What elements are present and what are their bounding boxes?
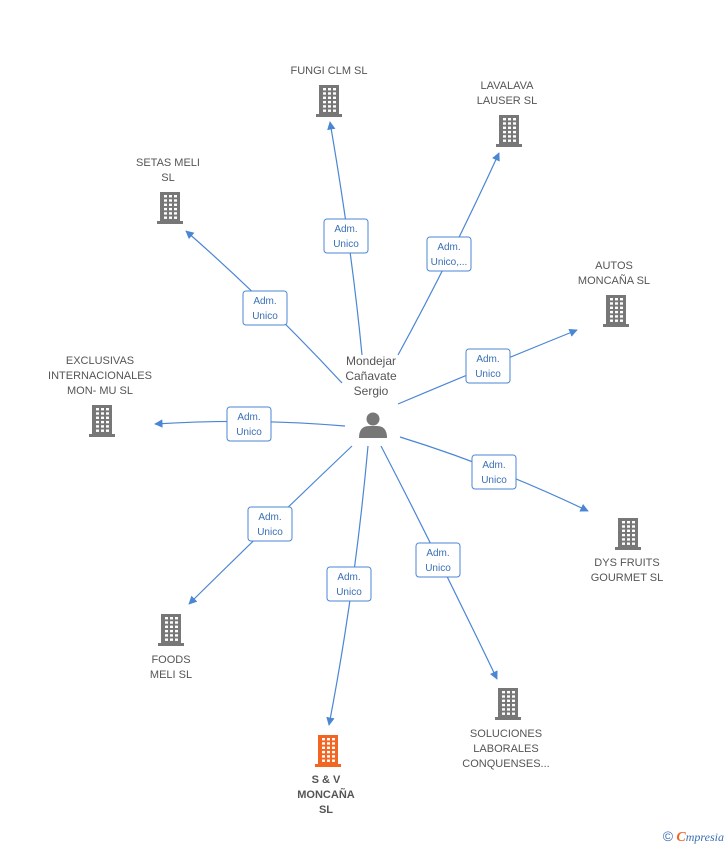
company-name-text: LAVALAVA xyxy=(481,80,535,92)
company-name-text: SL xyxy=(319,804,333,816)
edge-label-box xyxy=(426,236,472,272)
edge-label-soluciones[interactable]: Adm. Unico xyxy=(415,542,461,578)
company-name-text: CONQUENSES... xyxy=(462,758,549,770)
person-name-text: Mondejar xyxy=(346,354,396,368)
company-name-text: SOLUCIONES xyxy=(470,728,542,740)
company-node-exclusivas[interactable]: EXCLUSIVAS INTERNACIONALES MON- MU SL xyxy=(48,355,152,437)
company-name-text: LABORALES xyxy=(473,743,538,755)
building-icon xyxy=(316,85,342,117)
edge-label-text: Unico xyxy=(425,563,451,574)
edge-label-text: Adm. xyxy=(476,354,499,365)
edge-label-exclusivas[interactable]: Adm. Unico xyxy=(226,406,272,442)
edge-label-text: Unico xyxy=(252,311,278,322)
edge-label-text: Unico xyxy=(236,427,262,438)
edge-label-box xyxy=(247,506,293,542)
company-name-text: SETAS MELI xyxy=(136,157,200,169)
company-node-setas[interactable]: SETAS MELI SL xyxy=(136,157,200,224)
company-name-text: LAUSER SL xyxy=(477,95,538,107)
company-node-autos[interactable]: AUTOS MONCAÑA SL xyxy=(578,260,650,327)
company-name-text: GOURMET SL xyxy=(591,572,664,584)
edge-label-box xyxy=(465,348,511,384)
building-icon xyxy=(496,115,522,147)
copyright-footer: © Cmpresia xyxy=(663,828,724,846)
company-node-dys[interactable]: DYS FRUITS GOURMET SL xyxy=(591,518,664,584)
building-icon xyxy=(157,192,183,224)
edge-label-text: Adm. xyxy=(253,296,276,307)
copyright-icon: © xyxy=(662,828,674,844)
edge-label-lavalava[interactable]: Adm. Unico,... xyxy=(426,236,472,272)
edge-label-text: Unico xyxy=(475,369,501,380)
edge-label-text: Unico xyxy=(333,239,359,250)
edge-label-text: Unico xyxy=(336,587,362,598)
company-name-text: MONCAÑA SL xyxy=(578,274,650,287)
edge-label-text: Adm. xyxy=(258,512,281,523)
company-name-text: FUNGI CLM SL xyxy=(290,65,367,77)
edge-label-box xyxy=(326,566,372,602)
edge-label-box xyxy=(415,542,461,578)
company-name-text: AUTOS xyxy=(595,260,633,272)
building-icon xyxy=(158,614,184,646)
company-name-text: MELI SL xyxy=(150,669,192,681)
person-name-text: Sergio xyxy=(354,384,389,398)
edge-label-text: Adm. xyxy=(237,412,260,423)
edge-label-text: Unico xyxy=(481,475,507,486)
building-icon xyxy=(495,688,521,720)
edge-label-fungi[interactable]: Adm. Unico xyxy=(323,218,369,254)
company-name-text: EXCLUSIVAS xyxy=(66,355,134,367)
company-name-text: INTERNACIONALES xyxy=(48,370,152,382)
edge-label-text: Adm. xyxy=(426,548,449,559)
company-name-text: MONCAÑA xyxy=(297,788,354,801)
building-icon xyxy=(315,735,341,767)
edge-label-text: Unico xyxy=(257,527,283,538)
company-name-text: FOODS xyxy=(151,654,190,666)
edge-label-autos[interactable]: Adm. Unico xyxy=(465,348,511,384)
edge-label-text: Unico,... xyxy=(431,257,468,268)
company-name-text: MON- MU SL xyxy=(67,385,133,397)
company-node-soluciones[interactable]: SOLUCIONES LABORALES CONQUENSES... xyxy=(462,688,550,770)
company-node-sv[interactable]: S & V MONCAÑA SL xyxy=(297,735,355,816)
person-name-text: Cañavate xyxy=(345,369,397,383)
company-node-lavalava[interactable]: LAVALAVA LAUSER SL xyxy=(477,80,538,147)
building-icon xyxy=(89,405,115,437)
building-icon xyxy=(615,518,641,550)
brand-logo-initial: C xyxy=(676,830,686,845)
company-name-text: DYS FRUITS xyxy=(594,557,659,569)
edge-label-box xyxy=(471,454,517,490)
edge-label-box xyxy=(323,218,369,254)
edge-label-setas[interactable]: Adm. Unico xyxy=(242,290,288,326)
edge-label-foods[interactable]: Adm. Unico xyxy=(247,506,293,542)
company-name-text: S & V xyxy=(312,774,341,786)
company-name-text: SL xyxy=(161,172,174,184)
edge-label-text: Adm. xyxy=(334,224,357,235)
edge-label-sv[interactable]: Adm. Unico xyxy=(326,566,372,602)
company-node-fungi[interactable]: FUNGI CLM SL xyxy=(290,65,368,117)
edge-label-box xyxy=(226,406,272,442)
company-node-foods[interactable]: FOODS MELI SL xyxy=(150,614,192,681)
edge-label-text: Adm. xyxy=(437,242,460,253)
edge-label-box xyxy=(242,290,288,326)
edge-label-text: Adm. xyxy=(482,460,505,471)
edge-label-dys[interactable]: Adm. Unico xyxy=(471,454,517,490)
edge-label-text: Adm. xyxy=(337,572,360,583)
building-icon xyxy=(603,295,629,327)
person-icon xyxy=(359,412,387,438)
brand-logo-text: mpresia xyxy=(685,830,724,844)
